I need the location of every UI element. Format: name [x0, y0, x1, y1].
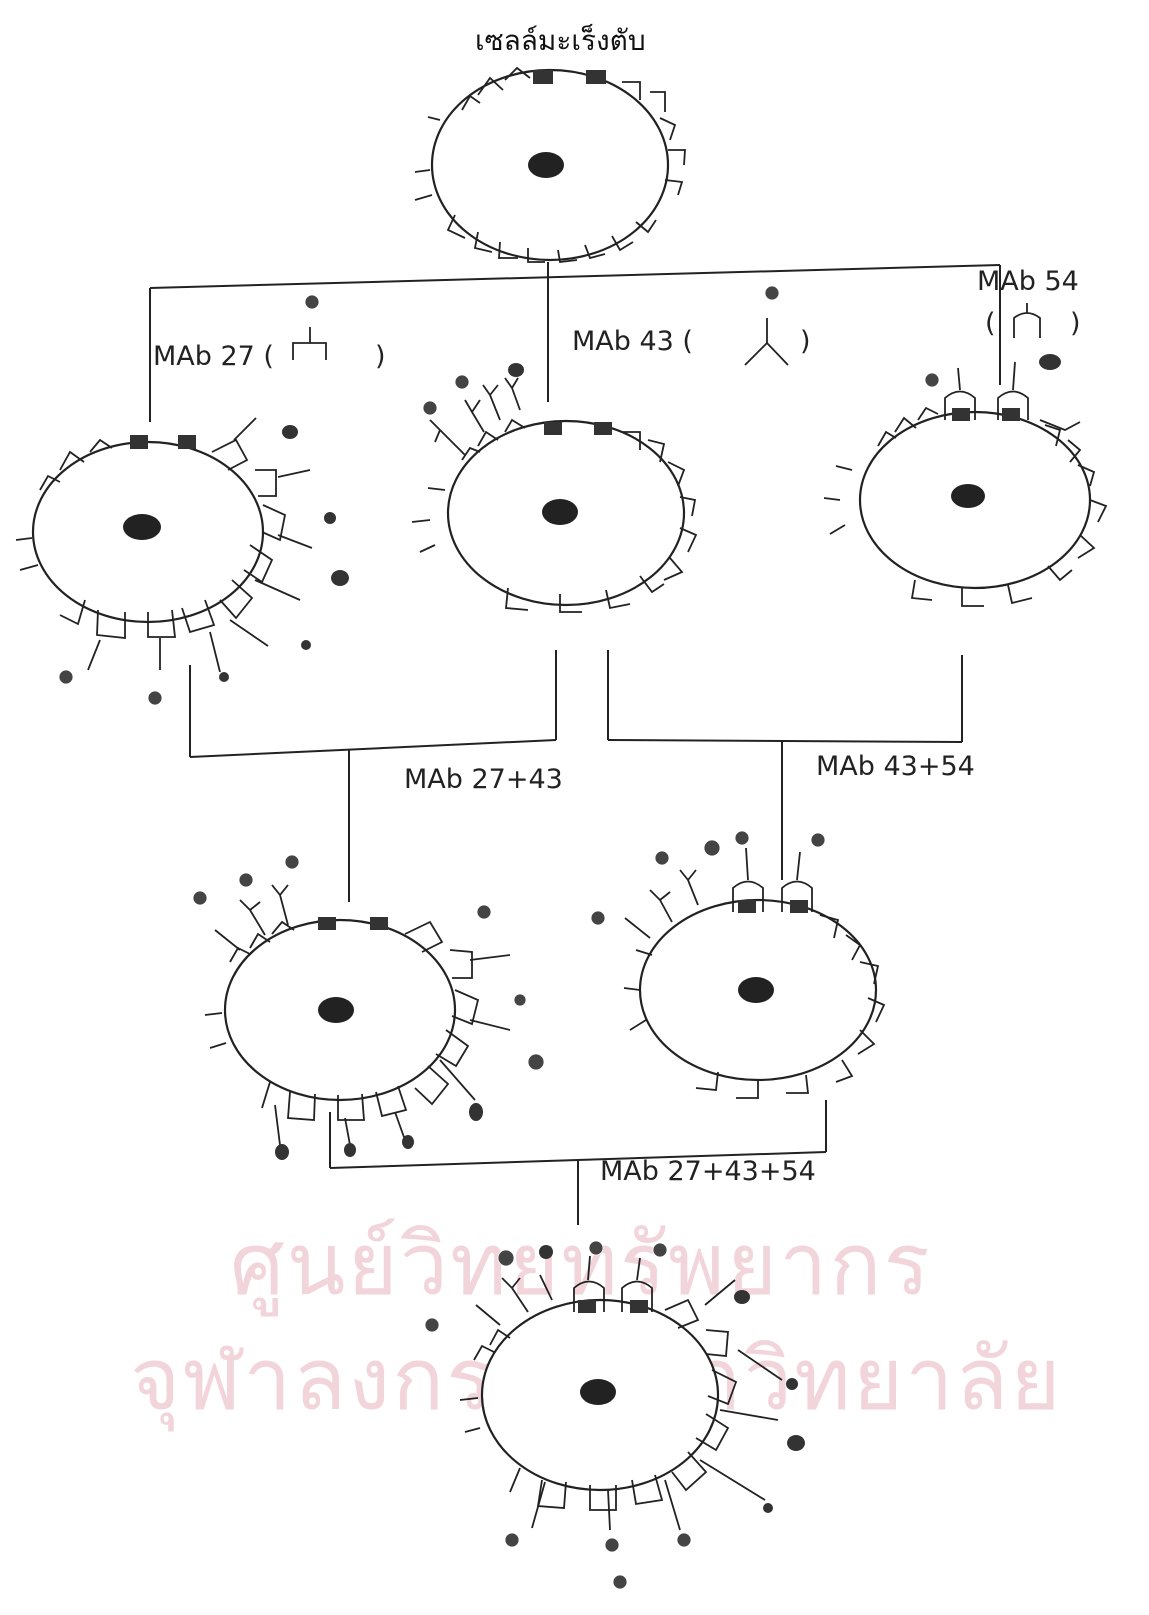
- antigen-dot: [653, 1243, 667, 1257]
- antigen-dot: [765, 286, 779, 300]
- antigen-dot: [514, 994, 526, 1006]
- antigen-square: [318, 917, 336, 930]
- mab54-paren-close: ): [1070, 308, 1081, 339]
- antigen-dot: [655, 851, 669, 865]
- antigen-dot: [275, 1144, 289, 1160]
- antigen-dot: [735, 831, 749, 845]
- antigen-dot: [324, 512, 336, 524]
- antigen-square: [1002, 408, 1020, 421]
- nucleus: [542, 499, 578, 525]
- antigen-dot: [734, 1290, 750, 1304]
- antigen-dot: [505, 1533, 519, 1547]
- label-mab43: MAb 43 ( ): [572, 286, 811, 365]
- antigen-dot: [301, 640, 311, 650]
- antigen-dot: [589, 1241, 603, 1255]
- antigen-dot: [811, 833, 825, 847]
- antigen-dot: [786, 1378, 798, 1390]
- antigen-dot: [305, 295, 319, 309]
- antigen-square: [178, 435, 196, 449]
- antigen-dot: [925, 373, 939, 387]
- antigen-dot: [239, 873, 253, 887]
- cell-mab27: [16, 418, 349, 705]
- cell-mab43-54: [591, 831, 884, 1098]
- antigen-dot: [469, 1103, 483, 1121]
- cell-mab27-43: [193, 855, 544, 1160]
- antigen-dot: [591, 911, 605, 925]
- mab27-label: MAb 27 (: [153, 341, 274, 372]
- antigen-square: [533, 70, 553, 84]
- mab27-43-54-label: MAb 27+43+54: [600, 1156, 816, 1187]
- mab27-43-label: MAb 27+43: [404, 764, 563, 795]
- antigen-square: [738, 900, 756, 913]
- cell-mab27-43-54: [425, 1241, 805, 1589]
- antigen-square: [544, 422, 562, 435]
- antigen-square: [370, 917, 388, 930]
- antigen-dot: [402, 1135, 414, 1149]
- mab54-paren-open: (: [985, 308, 996, 339]
- antigen-dot: [193, 891, 207, 905]
- antigen-dot: [677, 1533, 691, 1547]
- nucleus: [123, 514, 161, 540]
- diagram-title: เซลล์มะเร็งตับ: [475, 23, 646, 57]
- antigen-dot: [282, 425, 298, 439]
- antigen-dot: [1039, 354, 1061, 370]
- nucleus: [738, 977, 774, 1003]
- antigen-square: [130, 435, 148, 449]
- mab43-label: MAb 43 (: [572, 326, 693, 357]
- antigen-square: [952, 408, 970, 421]
- antigen-dot: [148, 691, 162, 705]
- antigen-dot: [498, 1250, 514, 1266]
- antigen-square: [630, 1300, 648, 1313]
- label-mab54: MAb 54 ( ): [977, 266, 1081, 370]
- antigen-dot: [455, 375, 469, 389]
- cell-mab43: [412, 363, 696, 612]
- antigen-dot: [605, 1538, 619, 1552]
- antigen-dot: [477, 905, 491, 919]
- label-mab27: MAb 27 ( ): [153, 295, 386, 372]
- antigen-dot: [331, 570, 349, 586]
- nucleus: [318, 997, 354, 1023]
- antigen-square: [578, 1300, 596, 1313]
- antigen-dot: [344, 1143, 356, 1157]
- mab27-label-close: ): [375, 341, 386, 372]
- cell-mab54: [824, 362, 1106, 606]
- antigen-dot: [613, 1575, 627, 1589]
- antigen-square: [586, 70, 606, 84]
- antigen-dot: [285, 855, 299, 869]
- antigen-dot: [787, 1435, 805, 1451]
- nucleus: [528, 152, 564, 178]
- antigen-dot: [219, 672, 229, 682]
- nucleus: [580, 1379, 616, 1405]
- mab43-54-label: MAb 43+54: [816, 751, 975, 782]
- antigen-dot: [59, 670, 73, 684]
- antigen-square: [790, 900, 808, 913]
- mab54-label: MAb 54: [977, 266, 1079, 297]
- antigen-dot: [423, 401, 437, 415]
- cell-liver-cancer-top: [415, 68, 685, 262]
- antigen-dot: [763, 1503, 773, 1513]
- antigen-square: [594, 422, 612, 435]
- antigen-dot: [425, 1318, 439, 1332]
- antigen-dot: [539, 1245, 553, 1259]
- nucleus: [951, 484, 985, 508]
- mab43-label-close: ): [800, 326, 811, 357]
- antigen-dot: [704, 840, 720, 856]
- antigen-dot: [508, 363, 524, 377]
- antigen-dot: [528, 1054, 544, 1070]
